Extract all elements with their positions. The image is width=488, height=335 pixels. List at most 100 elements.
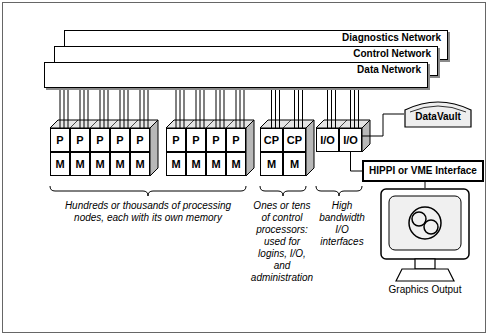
node-text: M — [115, 158, 124, 170]
network-link — [327, 88, 328, 128]
picture-frame — [3, 3, 486, 333]
node-text: Control Network — [353, 48, 431, 60]
node-text: M — [191, 158, 200, 170]
board-side-face — [246, 120, 254, 176]
processor-cell: P — [206, 128, 226, 152]
processor-cell: P — [226, 128, 246, 152]
graphics-monitor: Graphics Output — [372, 188, 478, 300]
node-text: P — [192, 134, 199, 146]
network-link — [351, 152, 363, 171]
processor-cell: I/O — [339, 128, 362, 152]
node-text: M — [75, 158, 84, 170]
memory-cell: M — [260, 152, 283, 176]
node-text: P — [96, 134, 103, 146]
caption-text: Ones or tens of control processors: used… — [251, 200, 313, 283]
memory-cell: M — [70, 152, 90, 176]
node-text: Data Network — [357, 64, 421, 76]
board-side-face — [150, 120, 158, 176]
processor-cell: I/O — [316, 128, 339, 152]
board-divider — [110, 120, 118, 128]
network-link — [60, 88, 61, 128]
node-text: Diagnostics Network — [342, 32, 441, 44]
processor-cell: CP — [260, 128, 283, 152]
node-text: I/O — [343, 134, 358, 146]
node-text: M — [95, 158, 104, 170]
processor-cell: P — [90, 128, 110, 152]
network-link — [425, 182, 426, 188]
board-top-face — [166, 120, 254, 128]
network-link — [236, 88, 237, 128]
memory-cell: M — [130, 152, 150, 176]
node-text: P — [116, 134, 123, 146]
group-brace — [50, 186, 246, 196]
processor-cell: P — [110, 128, 130, 152]
board-divider — [226, 120, 234, 128]
processor-cell: P — [130, 128, 150, 152]
node-text: P — [232, 134, 239, 146]
node-text: M — [211, 158, 220, 170]
node-text: M — [135, 158, 144, 170]
node-text: Graphics Output — [389, 284, 462, 296]
memory-cell: M — [226, 152, 246, 176]
board-side-face — [306, 120, 314, 176]
processor-cell: P — [186, 128, 206, 152]
caption-text: High bandwidth I/O interfaces — [319, 200, 365, 247]
board-top-face — [316, 120, 370, 128]
network-link — [80, 88, 81, 128]
node-text: M — [171, 158, 180, 170]
caption-text: Hundreds or thousands of processing node… — [65, 200, 231, 223]
node-text: P — [136, 134, 143, 146]
node-text: M — [267, 158, 276, 170]
memory-cell: M — [50, 152, 70, 176]
board-divider — [283, 120, 291, 128]
network-link — [294, 88, 295, 128]
board-divider — [206, 120, 214, 128]
memory-cell: M — [166, 152, 186, 176]
node-text: I/O — [320, 134, 335, 146]
board-top-face — [260, 120, 314, 128]
memory-cell: M — [186, 152, 206, 176]
board-divider — [339, 120, 347, 128]
group-caption: Hundreds or thousands of processing node… — [50, 200, 246, 224]
memory-cell: M — [110, 152, 130, 176]
network-link — [120, 88, 121, 128]
network-link — [362, 114, 404, 136]
node-text: M — [55, 158, 64, 170]
group-caption: Ones or tens of control processors: used… — [250, 200, 314, 284]
board-divider — [70, 120, 78, 128]
node-text: HIPPI or VME Interface — [369, 165, 477, 177]
processor-cell: P — [70, 128, 90, 152]
board-divider — [90, 120, 98, 128]
board-divider — [186, 120, 194, 128]
network-link — [140, 88, 141, 128]
node-text: P — [212, 134, 219, 146]
memory-cell: M — [206, 152, 226, 176]
network-link — [216, 88, 217, 128]
interface-box: HIPPI or VME Interface — [362, 160, 484, 182]
processor-cell: P — [166, 128, 186, 152]
network-link — [176, 88, 177, 128]
network-link — [100, 88, 101, 128]
processor-cell: P — [50, 128, 70, 152]
monitor-drawing — [374, 188, 476, 284]
datavault-unit: DataVault — [404, 100, 472, 128]
node-text: M — [290, 158, 299, 170]
node-text: CP — [287, 134, 302, 146]
network-link — [350, 88, 351, 128]
node-text: P — [172, 134, 179, 146]
board-divider — [130, 120, 138, 128]
node-text: CP — [264, 134, 279, 146]
group-brace — [260, 186, 306, 196]
node-text: M — [231, 158, 240, 170]
node-text: DataVault — [415, 111, 461, 123]
network-link — [271, 88, 272, 128]
node-text: P — [76, 134, 83, 146]
group-caption: High bandwidth I/O interfaces — [316, 200, 368, 248]
memory-cell: M — [90, 152, 110, 176]
processor-cell: CP — [283, 128, 306, 152]
memory-cell: M — [283, 152, 306, 176]
network-band: Data Network — [44, 62, 428, 88]
network-link — [196, 88, 197, 128]
node-text: P — [56, 134, 63, 146]
group-brace — [316, 186, 362, 196]
